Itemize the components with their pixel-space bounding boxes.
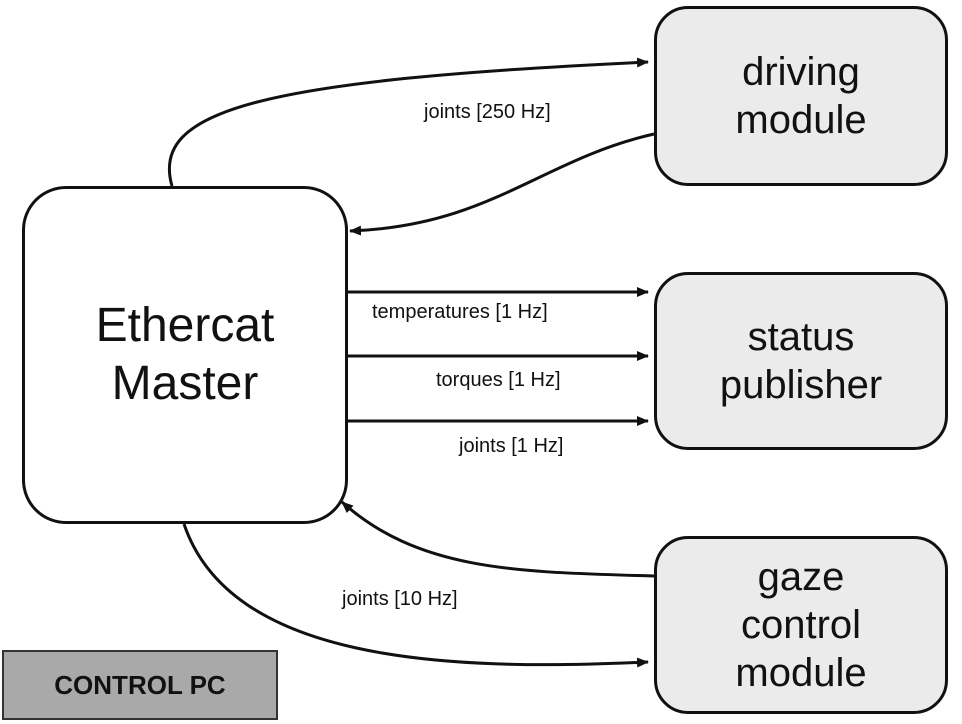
gaze-control-module-node: gaze control module [654,536,948,714]
edge-label-joints-250hz: joints [250 Hz] [424,101,551,123]
master-label-line1: Ethercat [95,299,275,353]
status-publisher-node: status publisher [654,272,948,450]
edge-label-joints-10hz: joints [10 Hz] [342,588,458,610]
driving-label-line2: module [735,98,867,142]
edge-label-joints-1hz: joints [1 Hz] [459,435,564,457]
gaze-label-line3: module [735,651,867,695]
edge-label-torques: torques [1 Hz] [436,369,561,391]
gaze-label-line2: control [740,603,862,647]
edge-master-to-driving [167,57,649,187]
status-label-line1: status [747,315,855,359]
gaze-label-line1: gaze [757,555,845,599]
ethercat-master-node: Ethercat Master [22,186,348,524]
edge-driving-to-master [349,132,655,236]
driving-label-line1: driving [742,50,860,94]
driving-module-node: driving module [654,6,948,186]
edge-master-to-gaze [182,523,649,668]
master-label-line2: Master [111,357,259,410]
control-pc-label: CONTROL PC [2,650,278,720]
edge-gaze-to-master [340,500,655,578]
edge-label-temperatures: temperatures [1 Hz] [372,301,548,323]
status-label-line2: publisher [719,363,883,407]
